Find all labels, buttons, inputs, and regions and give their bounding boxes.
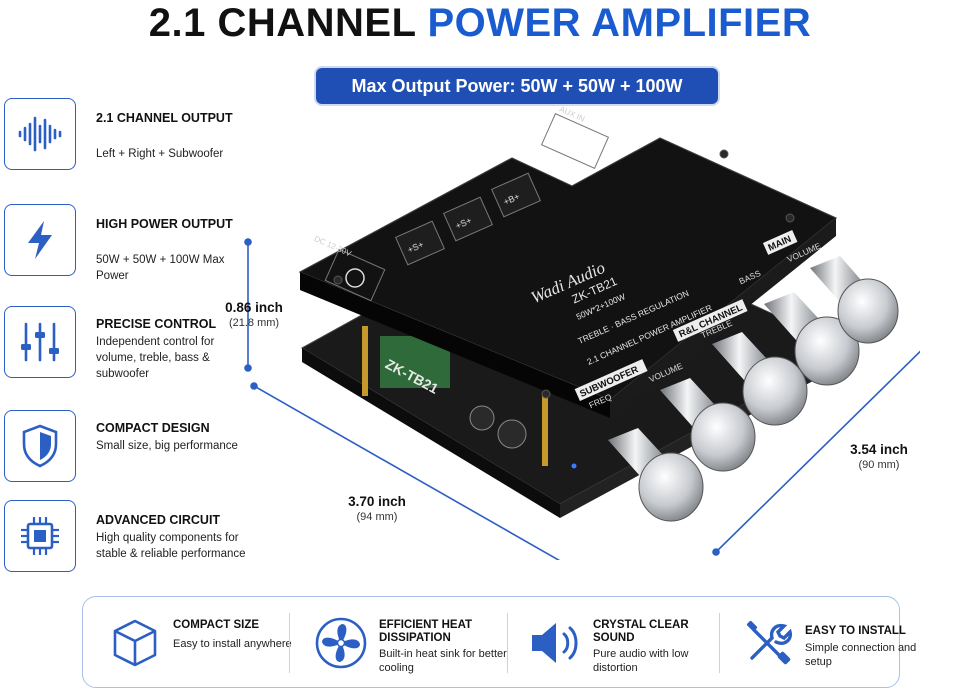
tools-icon bbox=[735, 611, 799, 675]
dimension-height: 0.86 inch (21.8 mm) bbox=[214, 300, 294, 329]
bottom-feature-title: EFFICIENT HEAT DISSIPATION bbox=[379, 619, 473, 644]
amplifier-board-illustration: +S+ +S+ +B+ AUX IN DC 12-30V ZK-TB21 Wad… bbox=[244, 104, 920, 560]
dimension-width-metric: (90 mm) bbox=[858, 459, 900, 471]
feature-advanced-circuit: ADVANCED CIRCUIT High quality components… bbox=[4, 500, 246, 578]
bottom-feature-easy-install: EASY TO INSTALL Simple connection and se… bbox=[735, 597, 916, 687]
feature-title: PRECISE CONTROL bbox=[96, 317, 217, 331]
bottom-feature-title: CRYSTAL CLEAR SOUND bbox=[593, 619, 689, 644]
feature-desc: Left + Right + Subwoofer bbox=[96, 148, 224, 160]
dimension-width: 3.54 inch (90 mm) bbox=[832, 442, 926, 471]
sound-wave-icon bbox=[4, 98, 76, 170]
knob-treble[interactable] bbox=[712, 332, 808, 426]
bottom-feature-desc: Easy to install anywhere bbox=[173, 638, 292, 650]
sliders-icon bbox=[4, 306, 76, 378]
feature-title: ADVANCED CIRCUIT bbox=[96, 513, 221, 527]
dimension-length-metric: (94 mm) bbox=[356, 511, 398, 523]
feature-desc: 50W + 50W + 100W Max Power bbox=[96, 254, 225, 282]
feature-compact-design: COMPACT DESIGN Small size, big performan… bbox=[4, 410, 244, 488]
title-part-1: 2.1 CHANNEL bbox=[148, 1, 416, 45]
dimension-height-value: 0.86 inch bbox=[225, 300, 283, 315]
feature-precise-control: PRECISE CONTROL Independent control for … bbox=[4, 306, 244, 384]
divider bbox=[289, 613, 290, 673]
feature-2-1-channel: 2.1 CHANNEL OUTPUT Left + Right + Subwoo… bbox=[4, 98, 244, 176]
control-knobs bbox=[608, 256, 899, 522]
bottom-feature-clear-sound: CRYSTAL CLEAR SOUND Pure audio with low … bbox=[523, 597, 713, 687]
chip-icon bbox=[4, 500, 76, 572]
bottom-feature-compact-size: COMPACT SIZE Easy to install anywhere bbox=[103, 597, 292, 687]
fan-icon bbox=[309, 611, 373, 675]
bottom-feature-desc: Simple connection and setup bbox=[805, 642, 917, 668]
bottom-feature-title: EASY TO INSTALL bbox=[805, 625, 906, 637]
dimension-width-value: 3.54 inch bbox=[850, 442, 908, 457]
bottom-feature-desc: Pure audio with low distortion bbox=[593, 648, 689, 674]
bottom-feature-title: COMPACT SIZE bbox=[173, 619, 260, 631]
feature-title: 2.1 CHANNEL OUTPUT bbox=[96, 111, 233, 125]
knob-freq[interactable] bbox=[608, 428, 704, 522]
knob-subwoofer-volume[interactable] bbox=[660, 378, 756, 472]
feature-title: COMPACT DESIGN bbox=[96, 421, 210, 435]
speaker-icon bbox=[523, 611, 587, 675]
feature-desc: Independent control for volume, treble, … bbox=[96, 336, 215, 380]
dimension-length-value: 3.70 inch bbox=[348, 494, 406, 509]
power-led bbox=[571, 463, 577, 469]
knob-main-volume[interactable] bbox=[810, 256, 899, 344]
bottom-feature-bar: COMPACT SIZE Easy to install anywhere EF… bbox=[82, 596, 916, 688]
dimension-length: 3.70 inch (94 mm) bbox=[332, 494, 422, 523]
bottom-feature-heat-dissipation: EFFICIENT HEAT DISSIPATION Built-in heat… bbox=[309, 597, 507, 687]
feature-desc: Small size, big performance bbox=[96, 440, 238, 452]
bottom-feature-desc: Built-in heat sink for better cooling bbox=[379, 648, 507, 674]
shield-icon bbox=[4, 410, 76, 482]
feature-desc: High quality components for stable & rel… bbox=[96, 532, 246, 560]
page-title: 2.1 CHANNEL POWER AMPLIFIER bbox=[0, 0, 960, 46]
lightning-icon bbox=[4, 204, 76, 276]
divider bbox=[507, 613, 508, 673]
divider bbox=[719, 613, 720, 673]
knob-bass[interactable] bbox=[764, 292, 860, 386]
feature-title: HIGH POWER OUTPUT bbox=[96, 217, 233, 231]
cube-icon bbox=[103, 611, 167, 675]
dimension-height-metric: (21.8 mm) bbox=[228, 317, 280, 329]
feature-high-power: HIGH POWER OUTPUT 50W + 50W + 100W Max P… bbox=[4, 204, 244, 282]
max-power-badge: Max Output Power: 50W + 50W + 100W bbox=[316, 68, 718, 104]
title-part-2: POWER AMPLIFIER bbox=[427, 1, 812, 45]
